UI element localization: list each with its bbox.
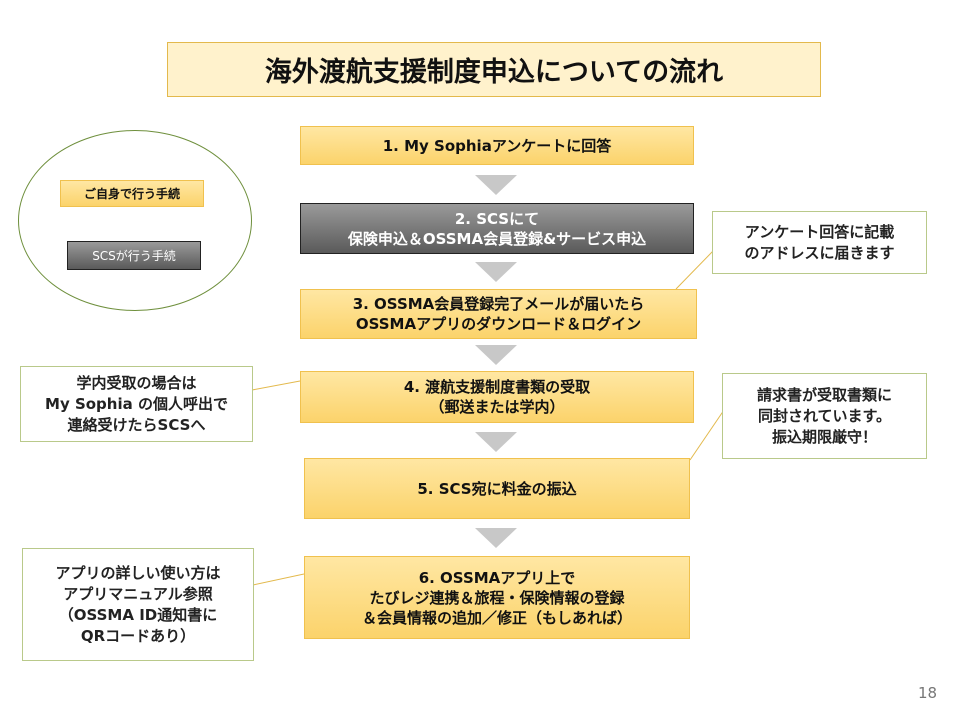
arrow-down-icon (475, 432, 517, 452)
step-3-line2: OSSMAアプリのダウンロード＆ログイン (355, 315, 642, 333)
step-6: 6. OSSMAアプリ上で たびレジ連携＆旅程・保険情報の登録 ＆会員情報の追加… (304, 556, 690, 639)
step-2-line1: 2. SCSにて (454, 209, 540, 228)
step-5: 5. SCS宛に料金の振込 (304, 458, 690, 519)
note-address: アンケート回答に記載 のアドレスに届きます (712, 211, 927, 274)
step-4-line2: （郵送または学内） (429, 398, 565, 416)
arrow-down-icon (475, 345, 517, 365)
note-line: 振込期限厳守！ (771, 427, 877, 446)
connector-address (675, 249, 715, 290)
note-line: （OSSMA ID通知書に (58, 605, 218, 624)
note-line: 同封されています。 (757, 406, 892, 425)
step-3: 3. OSSMA会員登録完了メールが届いたら OSSMAアプリのダウンロード＆ロ… (300, 289, 697, 339)
note-line: アプリマニュアル参照 (63, 584, 213, 603)
legend-ellipse (18, 130, 252, 311)
step-1: 1. My Sophiaアンケートに回答 (300, 126, 694, 165)
arrow-down-icon (475, 175, 517, 195)
page-number: 18 (918, 684, 938, 702)
note-line: QRコードあり） (80, 626, 196, 645)
connector-invoice (689, 409, 725, 461)
legend-self: ご自身で行う手続 (60, 180, 204, 207)
legend-scs: SCSが行う手続 (67, 241, 201, 270)
step-6-line1: 6. OSSMAアプリ上で (418, 568, 576, 587)
note-line: 連絡受けたらSCSへ (67, 415, 206, 434)
page-title: 海外渡航支援制度申込についての流れ (167, 42, 821, 97)
note-invoice: 請求書が受取書類に 同封されています。 振込期限厳守！ (722, 373, 927, 459)
step-2: 2. SCSにて 保険申込＆OSSMA会員登録&サービス申込 (300, 203, 694, 254)
step-6-line3: ＆会員情報の追加／修正（もしあれば） (361, 608, 632, 627)
note-line: My Sophia の個人呼出で (45, 394, 228, 413)
note-line: アンケート回答に記載 (744, 222, 895, 241)
step-4: 4. 渡航支援制度書類の受取 （郵送または学内） (300, 371, 694, 423)
note-campus: 学内受取の場合は My Sophia の個人呼出で 連絡受けたらSCSへ (20, 366, 253, 442)
note-app: アプリの詳しい使い方は アプリマニュアル参照 （OSSMA ID通知書に QRコ… (22, 548, 254, 661)
note-line: 学内受取の場合は (76, 373, 197, 392)
step-2-line2: 保険申込＆OSSMA会員登録&サービス申込 (347, 229, 647, 248)
note-line: アプリの詳しい使い方は (55, 563, 221, 582)
arrow-down-icon (475, 262, 517, 282)
connector-app (252, 573, 305, 586)
step-6-line2: たびレジ連携＆旅程・保険情報の登録 (369, 588, 625, 607)
step-1-text: 1. My Sophiaアンケートに回答 (382, 136, 612, 155)
note-line: のアドレスに届きます (744, 243, 895, 262)
arrow-down-icon (475, 528, 517, 548)
step-5-text: 5. SCS宛に料金の振込 (417, 479, 577, 498)
step-4-line1: 4. 渡航支援制度書類の受取 (403, 378, 591, 396)
note-line: 請求書が受取書類に (756, 385, 892, 404)
connector-campus (251, 380, 301, 391)
step-3-line1: 3. OSSMA会員登録完了メールが届いたら (352, 295, 645, 313)
